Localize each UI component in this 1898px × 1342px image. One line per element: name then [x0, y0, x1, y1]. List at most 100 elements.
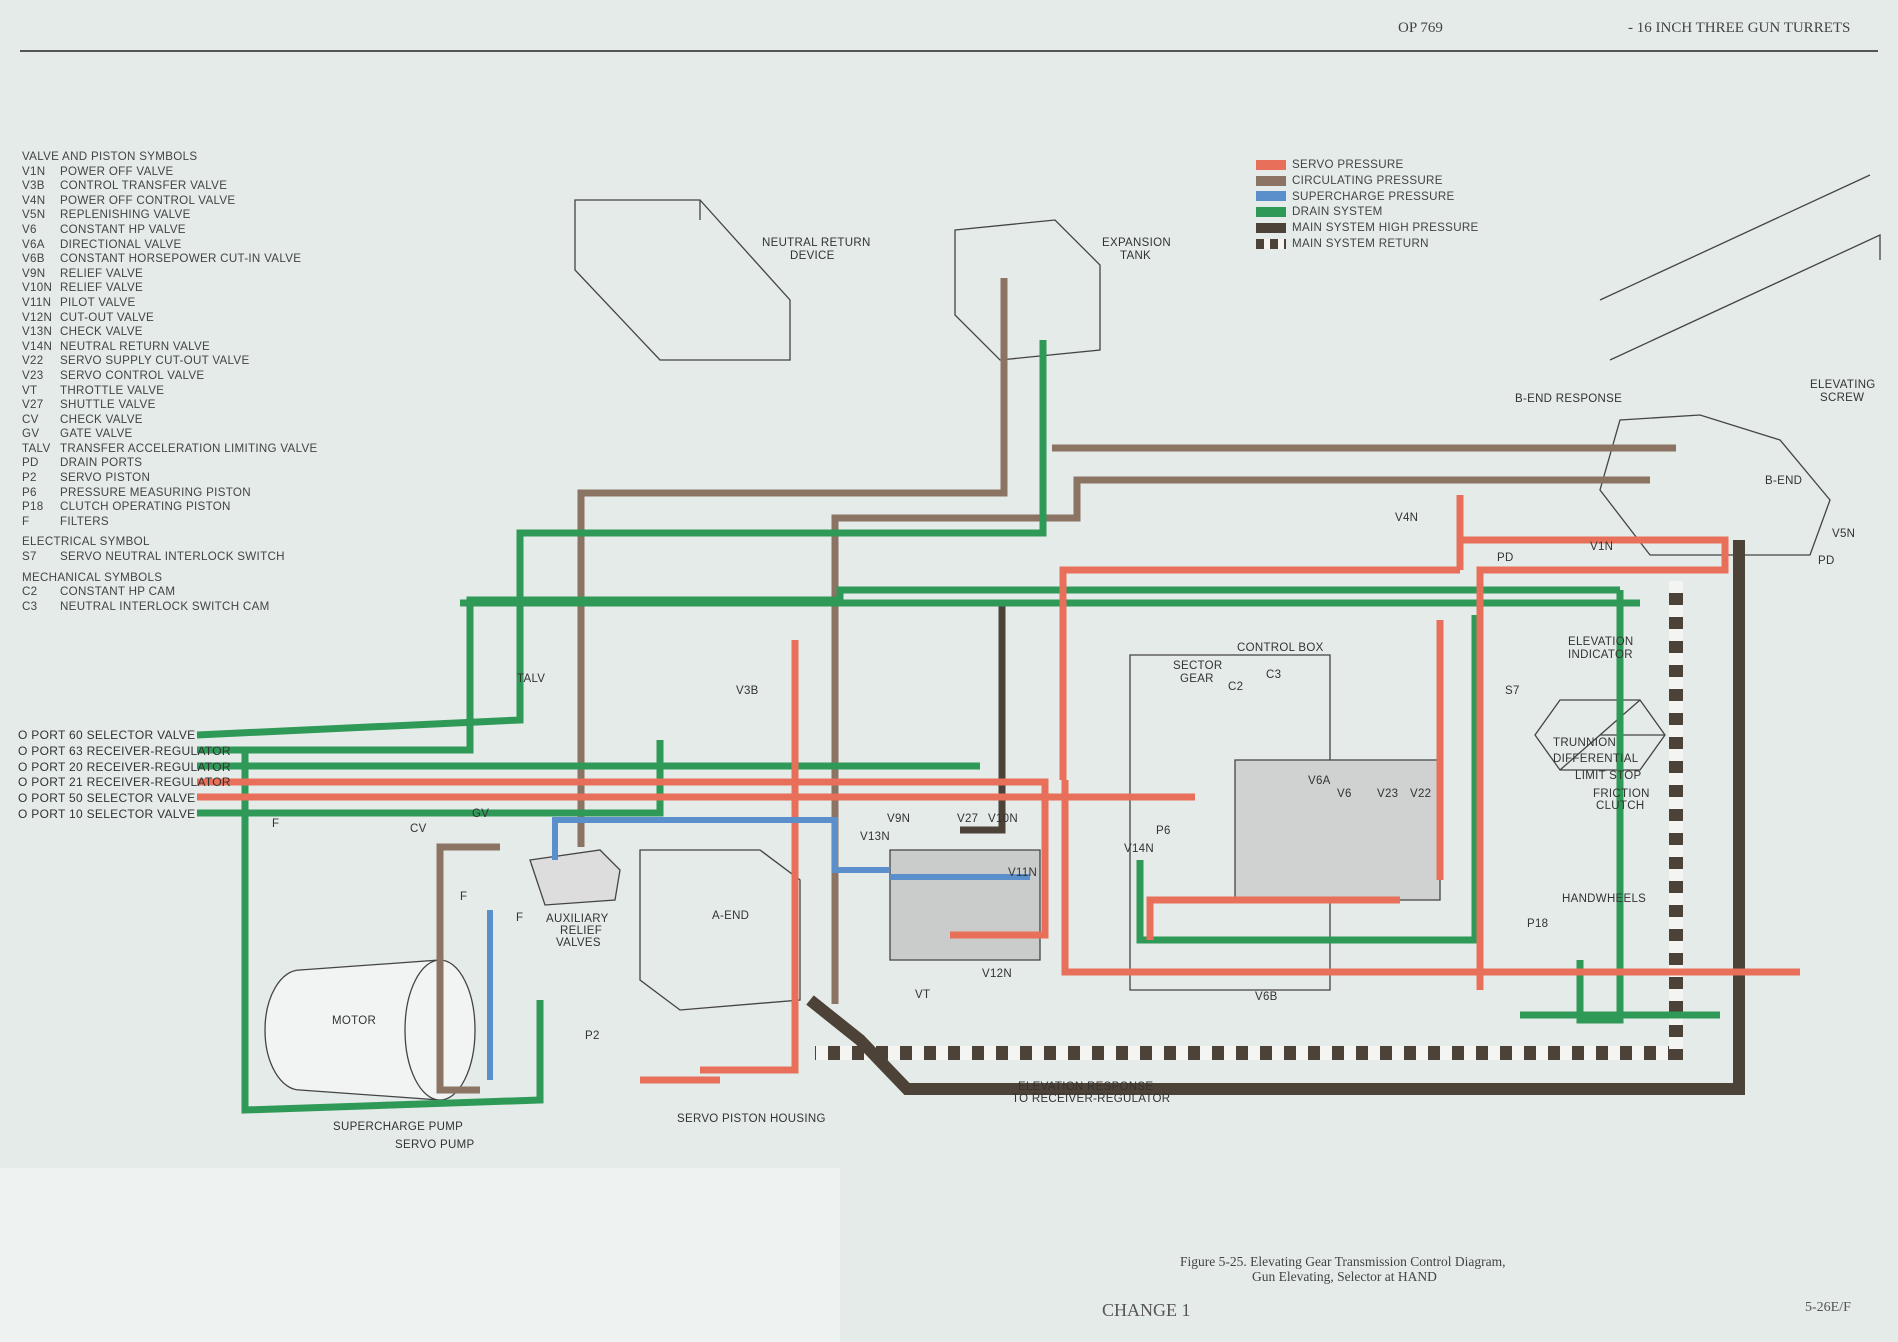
label-pd-right: PD	[1818, 555, 1835, 567]
label-v6: V6	[1337, 788, 1352, 800]
symbol-code: C2	[22, 585, 38, 599]
label-v27: V27	[957, 813, 978, 825]
label-v6a: V6A	[1308, 775, 1331, 787]
main-high-pressure-pipe	[806, 540, 1745, 1095]
port-label: O PORT 50 SELECTOR VALVE	[18, 791, 196, 806]
legend-swatch	[1256, 223, 1286, 234]
label-a-end: A-END	[712, 910, 749, 922]
symbol-desc: TRANSFER ACCELERATION LIMITING VALVE	[60, 441, 318, 455]
symbol-desc: CUT-OUT VALVE	[60, 310, 155, 324]
symbol-code: P2	[22, 471, 37, 485]
symbol-code: TALV	[22, 441, 51, 455]
symbol-code: V11N	[22, 295, 52, 309]
symbol-desc: SERVO NEUTRAL INTERLOCK SWITCH	[60, 550, 285, 564]
legend-item: CIRCULATING PRESSURE	[1256, 173, 1479, 189]
symbol-desc: POWER OFF CONTROL VALVE	[60, 193, 236, 207]
symbol-desc: CONSTANT HP VALVE	[60, 222, 186, 236]
legend-item: SUPERCHARGE PRESSURE	[1256, 189, 1479, 205]
label-friction-clutch-2: CLUTCH	[1596, 800, 1644, 812]
legend-label: SERVO PRESSURE	[1292, 158, 1404, 171]
symbol-code: V6	[22, 222, 37, 236]
symbol-desc: SERVO PISTON	[60, 471, 151, 485]
port-label: O PORT 63 RECEIVER-REGULATOR	[18, 743, 231, 758]
label-v3b: V3B	[736, 685, 759, 697]
label-v12n: V12N	[982, 968, 1012, 980]
page-number: 5-26E/F	[1805, 1300, 1851, 1315]
port-label: O PORT 21 RECEIVER-REGULATOR	[18, 775, 231, 790]
label-friction-clutch: FRICTION	[1593, 788, 1650, 800]
symbol-row: P2 SERVO PISTON	[22, 471, 318, 486]
legend-label: MAIN SYSTEM RETURN	[1292, 236, 1429, 250]
symbol-code: V9N	[22, 266, 46, 280]
b-end-housing	[1599, 414, 1831, 556]
symbol-code: V3B	[22, 179, 45, 193]
legend-label: MAIN SYSTEM HIGH PRESSURE	[1292, 221, 1479, 235]
label-expansion-tank: EXPANSION	[1102, 237, 1171, 249]
legend-swatch	[1256, 175, 1286, 186]
legend-label: DRAIN SYSTEM	[1292, 205, 1383, 219]
symbol-desc: CLUTCH OPERATING PISTON	[60, 500, 231, 514]
electrical-heading: ELECTRICAL SYMBOL	[22, 535, 150, 549]
legend-label: SUPERCHARGE PRESSURE	[1292, 189, 1455, 203]
a-end-box	[639, 849, 801, 1011]
symbol-code: V1N	[22, 164, 46, 178]
symbol-desc: DIRECTIONAL VALVE	[60, 237, 182, 251]
symbol-code: V5N	[22, 208, 46, 222]
symbol-desc: POWER OFF VALVE	[60, 164, 174, 178]
lower-blank-area	[0, 1168, 840, 1342]
symbol-row: S7 SERVO NEUTRAL INTERLOCK SWITCH	[22, 550, 318, 565]
symbol-code: PD	[22, 456, 39, 470]
label-f1: F	[460, 891, 467, 903]
symbol-code: S7	[22, 550, 37, 564]
symbol-row: V1N POWER OFF VALVE	[22, 165, 318, 180]
label-servo-piston-housing: SERVO PISTON HOUSING	[677, 1113, 826, 1125]
label-v9n: V9N	[887, 813, 910, 825]
electrical-list: S7 SERVO NEUTRAL INTERLOCK SWITCH	[22, 550, 318, 565]
label-talv: TALV	[517, 673, 545, 685]
symbol-desc: SHUTTLE VALVE	[60, 398, 156, 412]
label-elevation-indicator: ELEVATION	[1568, 636, 1634, 648]
symbol-desc: NEUTRAL RETURN VALVE	[60, 339, 211, 353]
symbol-code: GV	[22, 427, 40, 441]
label-differential: DIFFERENTIAL	[1553, 753, 1639, 765]
symbol-code: V10N	[22, 281, 53, 295]
label-supercharge-pump: SUPERCHARGE PUMP	[333, 1121, 463, 1133]
symbol-desc: SERVO CONTROL VALVE	[60, 368, 205, 382]
label-v5n: V5N	[1832, 528, 1855, 540]
legend-swatch	[1256, 191, 1286, 202]
auxiliary-relief-valve-body	[529, 849, 621, 906]
supercharge-pressure-pipes	[487, 817, 1030, 1080]
legend-item: MAIN SYSTEM RETURN	[1256, 236, 1479, 252]
label-p18: P18	[1527, 918, 1548, 930]
symbol-desc: GATE VALVE	[60, 427, 133, 441]
label-b-end-response: B-END RESPONSE	[1515, 393, 1622, 405]
label-elevating-screw: ELEVATING	[1810, 379, 1876, 391]
symbol-code: V27	[22, 398, 44, 412]
caption-line-1: Figure 5-25. Elevating Gear Transmission…	[1180, 1254, 1506, 1269]
label-p2: P2	[585, 1030, 600, 1042]
legend-item: MAIN SYSTEM HIGH PRESSURE	[1256, 220, 1479, 236]
drain-system-pipes	[196, 340, 1720, 1114]
symbol-desc: SERVO SUPPLY CUT-OUT VALVE	[60, 354, 250, 368]
label-gv: GV	[472, 808, 489, 820]
symbol-desc: RELIEF VALVE	[60, 266, 144, 280]
symbol-code: F	[22, 514, 30, 528]
label-v13n: V13N	[860, 831, 890, 843]
